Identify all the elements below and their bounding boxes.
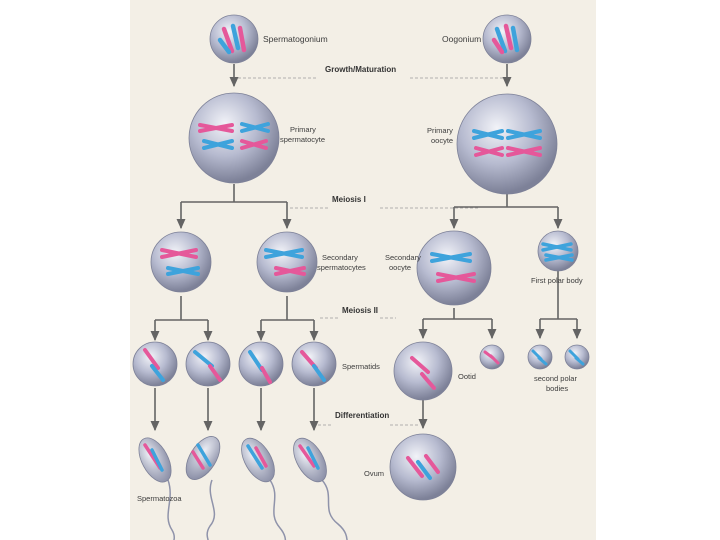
first-polar-body-cell xyxy=(537,230,579,272)
spermatozoon-4 xyxy=(293,437,348,540)
label-secondary-oocyte-line2: oocyte xyxy=(389,263,411,272)
label-primary-oocyte-line2: oocyte xyxy=(431,136,453,145)
secondary-spermatocyte-cell-1 xyxy=(150,231,212,293)
lineage-arrows xyxy=(150,64,582,432)
spermatid-cell-2 xyxy=(185,341,231,387)
label-second-polar-bodies-line2: bodies xyxy=(546,384,568,393)
ootid-cell xyxy=(393,341,453,401)
label-primary-spermatocyte-line2: spermatocyte xyxy=(280,135,325,144)
oogonium-cell xyxy=(482,14,532,64)
label-ootid: Ootid xyxy=(458,372,476,381)
label-first-polar-body: First polar body xyxy=(531,276,583,285)
stage-meiosis-1: Meiosis I xyxy=(332,195,366,204)
spermatid-cell-3 xyxy=(238,341,284,387)
label-primary-oocyte-line1: Primary xyxy=(427,126,453,135)
spermatozoon-3 xyxy=(241,437,287,540)
label-oogonium: Oogonium xyxy=(442,34,481,44)
stage-differentiation: Differentiation xyxy=(335,411,389,420)
label-spermatozoa: Spermatozoa xyxy=(137,494,182,503)
spermatid-cell-1 xyxy=(132,341,178,387)
label-secondary-oocyte-line1: Secondary xyxy=(385,253,421,262)
secondary-spermatocyte-cell-2 xyxy=(256,231,318,293)
stage-meiosis-2: Meiosis II xyxy=(342,306,378,315)
label-secondary-spermatocytes-line1: Secondary xyxy=(322,253,358,262)
label-spermatogonium: Spermatogonium xyxy=(263,34,328,44)
polar-body-cell xyxy=(479,344,505,370)
label-spermatids: Spermatids xyxy=(342,362,380,371)
label-second-polar-bodies-line1: second polar xyxy=(534,374,577,383)
ovum-cell xyxy=(389,433,457,501)
label-primary-spermatocyte-line1: Primary xyxy=(290,125,316,134)
spermatogonium-cell xyxy=(209,14,259,64)
second-polar-body-cell-2 xyxy=(564,344,590,370)
spermatid-cell-4 xyxy=(291,341,337,387)
spermatozoon-1 xyxy=(138,437,175,540)
stage-divider-lines xyxy=(238,77,505,426)
label-ovum: Ovum xyxy=(364,469,384,478)
primary-spermatocyte-cell xyxy=(188,92,280,184)
label-secondary-spermatocytes-line2: spermatocytes xyxy=(317,263,366,272)
second-polar-body-cell-1 xyxy=(527,344,553,370)
secondary-oocyte-cell xyxy=(416,230,492,306)
spermatozoon-2 xyxy=(185,436,221,540)
stage-growth-maturation: Growth/Maturation xyxy=(325,65,396,74)
primary-oocyte-cell xyxy=(456,93,558,195)
